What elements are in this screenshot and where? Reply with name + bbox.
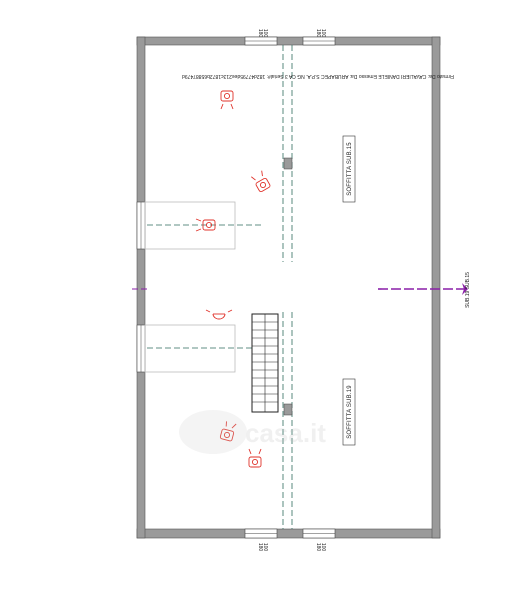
watermark: casa.it bbox=[179, 410, 326, 454]
camera-icon bbox=[205, 309, 233, 320]
section-reference: SUB.19 SUB.15 bbox=[465, 272, 471, 308]
camera-icon bbox=[220, 90, 234, 110]
dormer-outline-upper bbox=[144, 201, 236, 250]
room-label-sub15: SOFFITTA SUB.15 bbox=[342, 135, 356, 203]
signature-note: Firmato Da: CAVALIERI DANIELE Emesso Da:… bbox=[182, 73, 454, 79]
camera-icon bbox=[195, 218, 216, 232]
section-arrow-icon bbox=[462, 283, 468, 295]
window-dimension-marks: 180 100 180 100 180 100 180 100 bbox=[257, 29, 326, 552]
window-mark-bottom-right-b: 100 bbox=[320, 543, 326, 552]
window-mark-bottom-right-a: 180 bbox=[315, 543, 321, 552]
svg-text:SOFFITTA SUB.19: SOFFITTA SUB.19 bbox=[347, 385, 353, 439]
axis-lines bbox=[147, 45, 293, 529]
window-mark-top-right-a: 180 bbox=[315, 29, 321, 38]
pillar-lower bbox=[283, 403, 293, 416]
camera-icon bbox=[219, 421, 237, 442]
dormer-outline-lower bbox=[144, 324, 236, 373]
watermark-text: casa.it bbox=[245, 418, 326, 448]
camera-icon bbox=[251, 170, 271, 193]
window-mark-bottom-left-b: 100 bbox=[262, 543, 268, 552]
section-line: SUB.19 SUB.15 bbox=[132, 272, 471, 308]
window-mark-top-left-b: 100 bbox=[262, 29, 268, 38]
camera-icon bbox=[248, 448, 262, 468]
staircase bbox=[251, 313, 279, 413]
svg-text:SOFFITTA SUB.15: SOFFITTA SUB.15 bbox=[347, 142, 353, 196]
pillar-upper bbox=[283, 157, 293, 170]
window-mark-bottom-left-a: 180 bbox=[257, 543, 263, 552]
room-label-sub19: SOFFITTA SUB.19 bbox=[342, 378, 356, 446]
exterior-walls bbox=[136, 36, 441, 539]
window-mark-top-right-b: 100 bbox=[320, 29, 326, 38]
windows bbox=[136, 36, 336, 539]
window-mark-top-left-a: 180 bbox=[257, 29, 263, 38]
